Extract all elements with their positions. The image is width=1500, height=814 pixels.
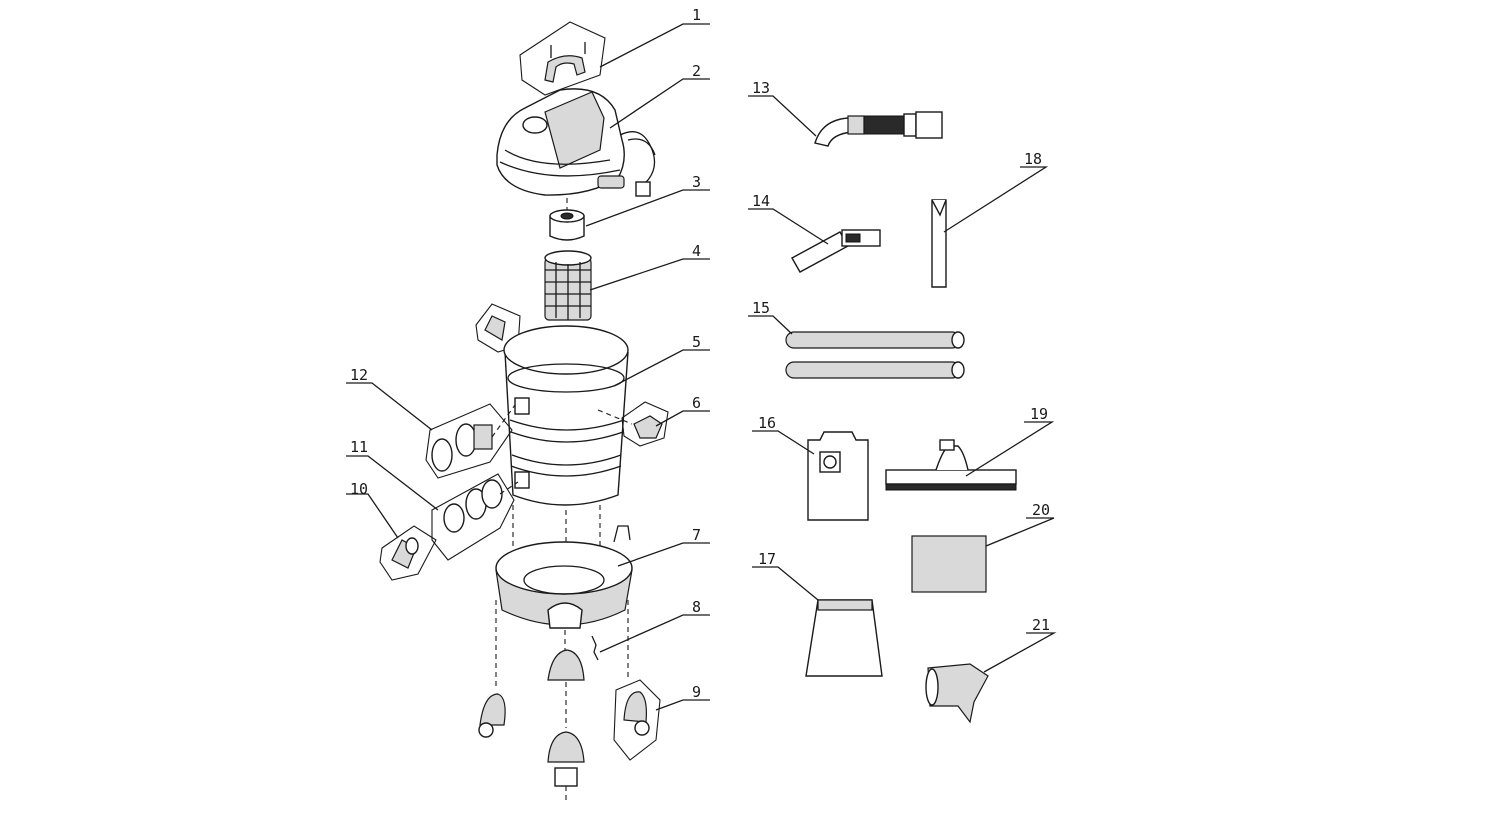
callout-19: 19 [1030,405,1048,423]
callout-4: 4 [692,242,701,260]
callout-8: 8 [692,598,701,616]
part-6-latch [597,401,669,447]
callout-7: 7 [692,526,701,544]
callout-3: 3 [692,173,701,191]
part-19-floor-nozzle [885,439,1017,491]
part-21-adapter [925,663,989,724]
callout-9: 9 [692,683,701,701]
callout-10: 10 [350,480,368,498]
callout-13: 13 [752,79,770,97]
callout-1: 1 [692,6,701,24]
part-1-handle [519,21,606,96]
callout-6: 6 [692,394,701,412]
callout-5: 5 [692,333,701,351]
part-15-tubes [785,331,965,379]
callout-14: 14 [752,192,770,210]
part-9-casters [478,600,661,800]
callout-16: 16 [758,414,776,432]
part-20-sponge-filter [911,535,987,593]
part-14-crevice-nozzle [791,229,881,273]
part-11-ring-assembly [431,473,519,561]
part-18-wand [931,199,947,288]
part-10-cap [379,525,437,581]
leader-lines [346,23,1057,711]
callout-labels: 1 2 3 4 5 6 7 8 9 10 11 12 13 14 15 16 1… [350,6,1050,701]
callout-2: 2 [692,62,701,80]
part-5-tank [503,325,629,506]
callout-21: 21 [1032,616,1050,634]
callout-15: 15 [752,299,770,317]
part-8-spring-clip [547,630,599,681]
part-16-dust-bag [807,431,869,521]
callout-17: 17 [758,550,776,568]
part-7-base [495,505,633,629]
callout-20: 20 [1032,501,1050,519]
callout-18: 18 [1024,150,1042,168]
callout-11: 11 [350,438,368,456]
part-13-hose [814,111,943,147]
part-4-filter-cartridge [544,250,592,321]
part-12-hose-inlet [425,403,516,479]
part-17-cone [805,599,883,677]
part-2-motor-head [496,88,656,197]
callout-12: 12 [350,366,368,384]
part-3-filter-cap [549,198,585,241]
